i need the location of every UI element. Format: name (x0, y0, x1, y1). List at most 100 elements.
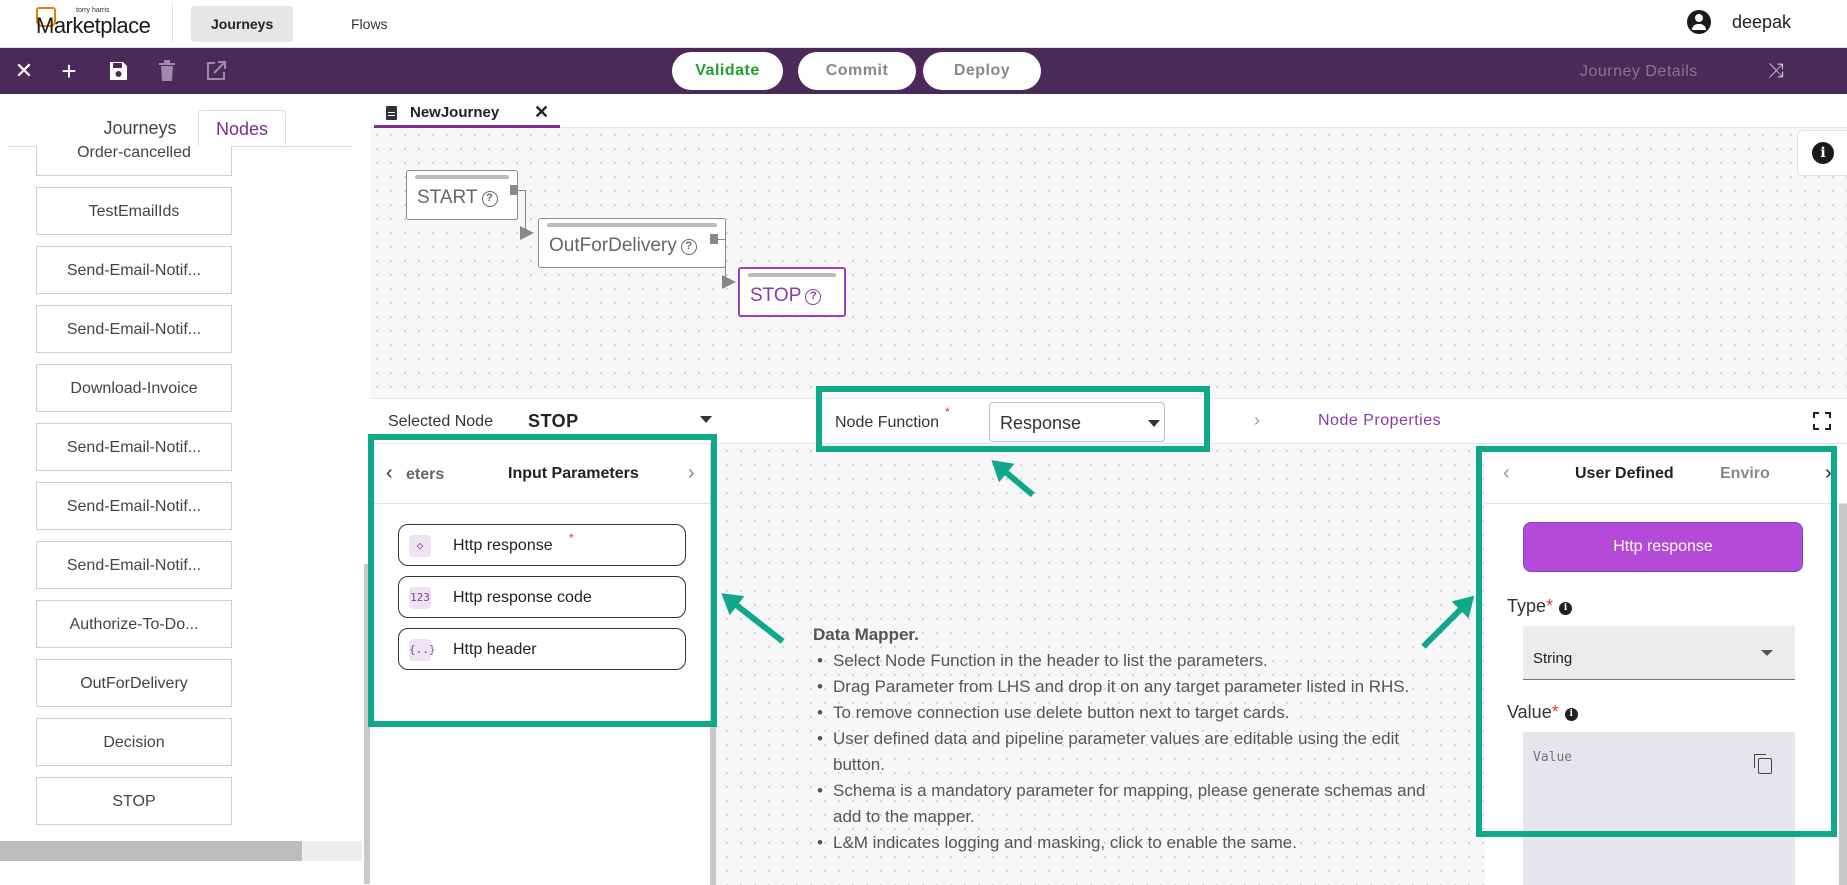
connector-arrow (722, 275, 736, 289)
data-mapper: ‹ eters Input Parameters › ◇ Http respon… (370, 444, 1847, 885)
param-card-http-response-code[interactable]: 123 Http response code (398, 576, 686, 618)
param-card-http-response[interactable]: ◇ Http response * (398, 524, 686, 566)
node-list-item[interactable]: STOP (36, 777, 232, 825)
highlight-box-node-function (816, 386, 1210, 452)
rhs-tab-header: ‹ User Defined Enviro › (1485, 444, 1847, 504)
chevron-right-icon[interactable]: › (1825, 462, 1832, 484)
nav-divider (172, 4, 173, 42)
node-properties-link[interactable]: Node Properties (1318, 412, 1442, 429)
info-icon: i (1812, 142, 1834, 164)
data-mapper-instructions: Data Mapper. Select Node Function in the… (813, 622, 1433, 856)
close-icon[interactable]: ✕ (14, 58, 34, 83)
node-list-item[interactable]: Order-cancelled (36, 146, 232, 176)
account-icon[interactable] (1687, 10, 1711, 34)
instruction-item: To remove connection use delete button n… (813, 700, 1433, 726)
node-list-item[interactable]: OutForDelivery (36, 659, 232, 707)
tab-environment[interactable]: Enviro (1720, 465, 1770, 482)
flow-node-start[interactable]: START? (406, 170, 518, 220)
node-list-item[interactable]: Send-Email-Notif... (36, 305, 232, 353)
instructions-title: Data Mapper. (813, 625, 919, 644)
horizontal-scrollbar-thumb[interactable] (0, 841, 302, 861)
deploy-button[interactable]: Deploy (923, 52, 1041, 90)
close-tab-icon[interactable]: ✕ (534, 102, 550, 122)
flow-node-outfordelivery[interactable]: OutForDelivery? (538, 218, 726, 268)
help-icon[interactable]: ? (805, 289, 822, 305)
caret-down-icon (1761, 650, 1773, 656)
required-mark: * (569, 531, 574, 545)
node-list-item[interactable]: Send-Email-Notif... (36, 246, 232, 294)
node-function-value: Response (1000, 413, 1082, 433)
highlight-box-input-parameters (368, 434, 717, 727)
journey-canvas[interactable]: START? OutForDelivery? STOP? (370, 128, 1847, 398)
add-icon[interactable]: + (61, 56, 77, 86)
node-list-item[interactable]: Decision (36, 718, 232, 766)
nav-tab-flows[interactable]: Flows (351, 16, 388, 32)
flow-node-label: STOP (750, 285, 802, 306)
object-icon: {..} (409, 639, 436, 661)
fullscreen-icon[interactable] (1813, 412, 1831, 430)
type-select[interactable]: String (1523, 626, 1795, 680)
param-card-http-header[interactable]: {..} Http header (398, 628, 686, 670)
node-function-select[interactable]: Response (989, 402, 1165, 442)
help-icon[interactable]: ? (680, 239, 697, 255)
vertical-scrollbar[interactable] (1839, 504, 1847, 885)
caret-down-icon[interactable] (700, 416, 712, 423)
chevron-right-icon[interactable]: › (688, 462, 695, 484)
copy-icon[interactable] (1754, 754, 1772, 774)
value-field[interactable] (1523, 732, 1795, 885)
external-link-icon[interactable] (202, 57, 230, 85)
output-port[interactable] (710, 234, 718, 244)
required-mark: * (945, 405, 950, 419)
file-tab-label: NewJourney (410, 104, 500, 121)
canvas-info-button[interactable]: i (1797, 130, 1847, 176)
chevron-left-icon[interactable]: ‹ (1503, 462, 1510, 484)
selected-node-select[interactable]: STOP (528, 411, 579, 431)
top-nav: torry harris Marketplace Journeys Flows … (0, 0, 1847, 48)
file-tab-newjourney[interactable]: NewJourney ✕ (374, 98, 560, 128)
node-list-item[interactable]: Send-Email-Notif... (36, 541, 232, 589)
tab-user-defined[interactable]: User Defined (1575, 465, 1674, 482)
marketplace-logo[interactable]: torry harris Marketplace (36, 5, 152, 41)
node-list-item[interactable]: Authorize-To-Do... (36, 600, 232, 648)
instruction-item: Drag Parameter from LHS and drop it on a… (813, 674, 1433, 700)
info-icon[interactable]: i (1559, 602, 1573, 615)
http-response-target-button[interactable]: Http response (1523, 522, 1803, 572)
flow-node-stop[interactable]: STOP? (738, 267, 846, 317)
node-list-item[interactable]: TestEmailIds (36, 187, 232, 235)
vertical-scrollbar[interactable] (364, 564, 370, 884)
lhs-tab-header: ‹ eters Input Parameters › (370, 444, 710, 504)
commit-button[interactable]: Commit (798, 52, 916, 90)
type-field-label: Type*i (1507, 596, 1573, 617)
instruction-item: User defined data and pipeline parameter… (813, 726, 1433, 778)
rhs-parameters-panel: ‹ User Defined Enviro › Http response Ty… (1485, 444, 1847, 885)
highlight-box-user-defined (1476, 446, 1837, 837)
instructions-list: Select Node Function in the header to li… (813, 648, 1433, 856)
output-port[interactable] (510, 185, 518, 195)
lhs-parameters-panel: ‹ eters Input Parameters › ◇ Http respon… (370, 444, 716, 885)
tab-journeys[interactable]: Journeys (103, 118, 177, 138)
editor-tab-strip: NewJourney ✕ (370, 94, 1847, 128)
connector-line (718, 239, 726, 283)
type-select-value: String (1533, 650, 1573, 667)
tab-nodes[interactable]: Nodes (198, 110, 286, 146)
instruction-item: L&M indicates logging and masking, click… (813, 830, 1433, 856)
tab-input-parameters[interactable]: Input Parameters (508, 465, 639, 482)
trash-icon[interactable] (153, 57, 181, 85)
user-name[interactable]: deepak (1732, 12, 1792, 32)
node-list-item[interactable]: Send-Email-Notif... (36, 482, 232, 530)
value-input[interactable] (1533, 750, 1713, 765)
validate-button[interactable]: Validate (672, 52, 783, 90)
node-list-item[interactable]: Send-Email-Notif... (36, 423, 232, 471)
info-icon[interactable]: i (1564, 708, 1578, 721)
chevron-right-icon[interactable]: › (1254, 410, 1260, 430)
journey-details-link[interactable]: Journey Details (1580, 63, 1698, 80)
shuffle-icon[interactable]: ⤨ (1768, 60, 1784, 82)
chevron-left-icon[interactable]: ‹ (386, 462, 393, 484)
bag-icon (36, 7, 56, 27)
help-icon[interactable]: ? (481, 191, 498, 207)
node-list: Order-cancelled TestEmailIds Send-Email-… (0, 146, 360, 841)
nav-tab-journeys[interactable]: Journeys (191, 6, 294, 42)
tab-output-parameters[interactable]: eters (406, 466, 445, 483)
node-list-item[interactable]: Download-Invoice (36, 364, 232, 412)
save-icon[interactable] (104, 57, 132, 85)
